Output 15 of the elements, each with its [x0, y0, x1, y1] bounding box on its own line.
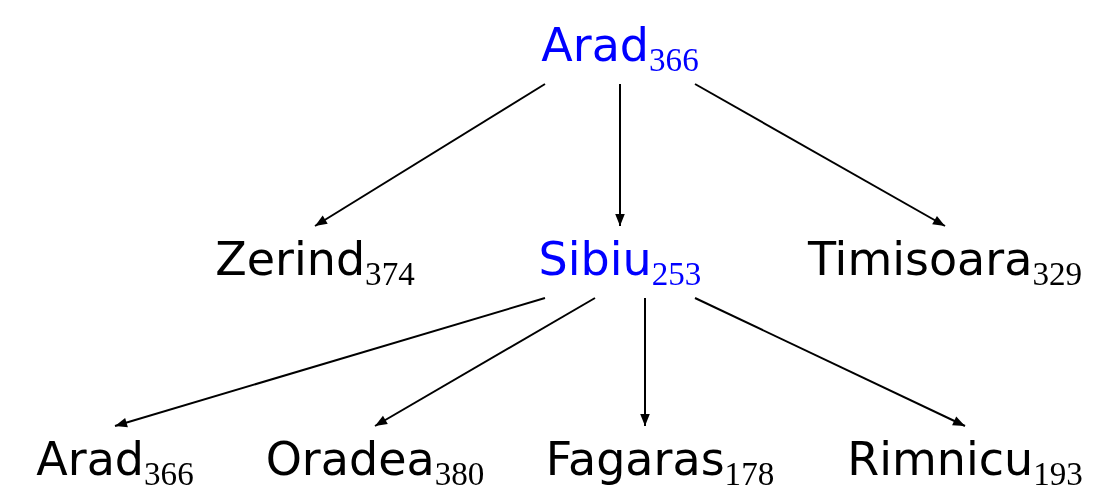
- arrow: [374, 297, 596, 427]
- arrow: [615, 83, 625, 227]
- city-label: Timisoara$_{329}$: [805, 232, 1085, 286]
- city-label: Arad$_{366}$: [539, 18, 701, 72]
- arrow: [694, 83, 946, 227]
- arrow: [314, 83, 546, 227]
- city-label: Oradea$_{380}$: [263, 432, 487, 486]
- arrow: [640, 297, 650, 427]
- city-label: Zerind$_{374}$: [213, 232, 417, 286]
- city-label: Rimnicu$_{193}$: [845, 432, 1085, 486]
- city-label: Fagaras$_{178}$: [543, 432, 777, 486]
- city-label: Arad$_{366}$: [34, 432, 196, 486]
- arrow: [694, 297, 966, 427]
- arrow: [114, 297, 546, 428]
- city-label: Sibiu$_{253}$: [536, 232, 704, 286]
